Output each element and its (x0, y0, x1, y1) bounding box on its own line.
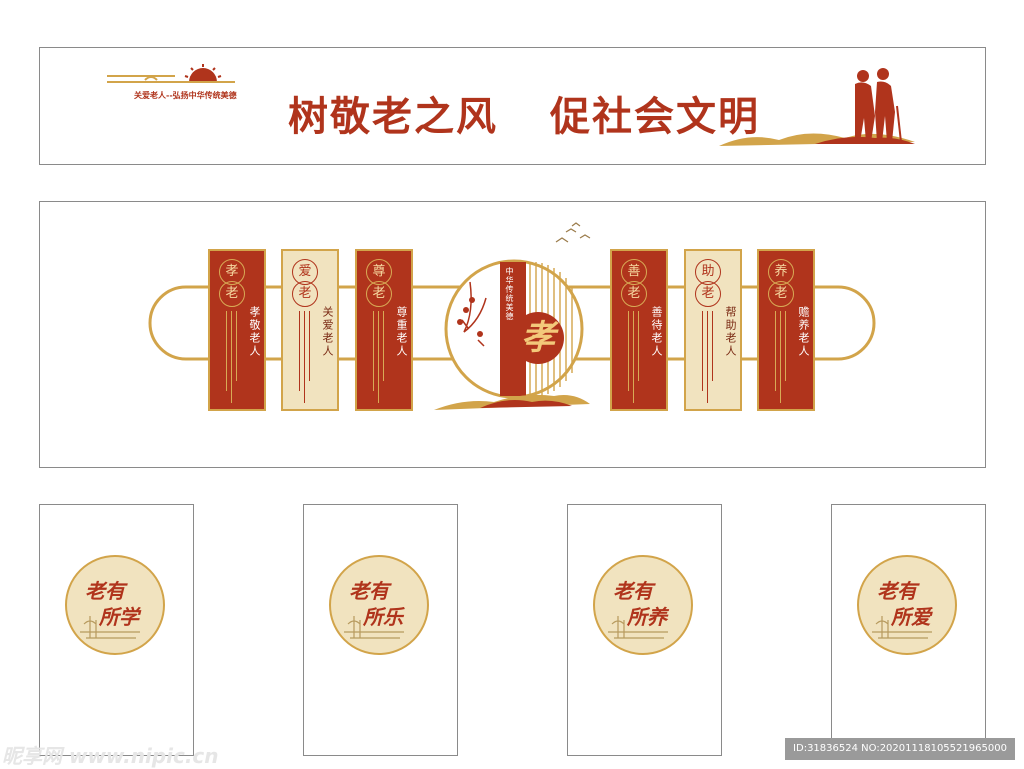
column-rule-lines (700, 311, 714, 403)
medal-line1: 老有 (349, 579, 389, 603)
medal-line1: 老有 (877, 579, 917, 603)
elderly-couple-silhouette-icon (719, 68, 915, 146)
column-rule-lines (371, 311, 385, 403)
banner-slogan-right: 促社会文明 (550, 93, 760, 140)
banner-logo-text: 关爱老人--弘扬中华传统美德 (134, 91, 237, 100)
column-badge-bottom: 老 (366, 281, 392, 307)
panel-medal-1: 老有 所学 (65, 555, 165, 655)
column-badge-bottom: 老 (621, 281, 647, 307)
medal-line2: 所乐 (363, 605, 403, 629)
panel-medal-3: 老有 所养 (593, 555, 693, 655)
virtue-column: 善老善待老人 (610, 249, 668, 411)
virtue-column: 爱老关爱老人 (281, 249, 339, 411)
banner-slogan-left: 树敬老之风 (288, 93, 498, 140)
panel-medal-2: 老有 所乐 (329, 555, 429, 655)
center-label: 中华传统美德 (505, 267, 514, 321)
column-badge-bottom: 老 (292, 281, 318, 307)
column-text: 孝敬老人 (248, 306, 261, 358)
center-xiao-seal: 孝 (512, 312, 564, 364)
medal-line2: 所养 (627, 605, 667, 629)
virtue-column: 孝老孝敬老人 (208, 249, 266, 411)
column-rule-lines (297, 311, 311, 403)
column-badge-bottom: 老 (768, 281, 794, 307)
column-rule-lines (224, 311, 238, 403)
column-rule-lines (773, 311, 787, 403)
column-text: 尊重老人 (395, 306, 408, 358)
column-text: 帮助老人 (724, 306, 737, 358)
column-badge-bottom: 老 (219, 281, 245, 307)
column-text: 关爱老人 (321, 306, 334, 358)
watermark-site-logo: 昵享网 www.nipic.cn (2, 744, 219, 768)
virtue-column: 尊老尊重老人 (355, 249, 413, 411)
watermark-id-strip: ID:31836524 NO:20201118105521965000 (785, 738, 1015, 760)
panel-medal-4: 老有 所爱 (857, 555, 957, 655)
column-text: 赡养老人 (797, 306, 810, 358)
medal-line2: 所学 (99, 605, 139, 629)
column-text: 善待老人 (650, 306, 663, 358)
slogan-banner (39, 47, 986, 165)
column-rule-lines (626, 311, 640, 403)
rising-sun-logo-icon (107, 64, 235, 83)
medal-line2: 所爱 (891, 605, 931, 629)
column-badge-bottom: 老 (695, 281, 721, 307)
medal-line1: 老有 (85, 579, 125, 603)
medal-line1: 老有 (613, 579, 653, 603)
virtue-column: 养老赡养老人 (757, 249, 815, 411)
virtue-column: 助老帮助老人 (684, 249, 742, 411)
